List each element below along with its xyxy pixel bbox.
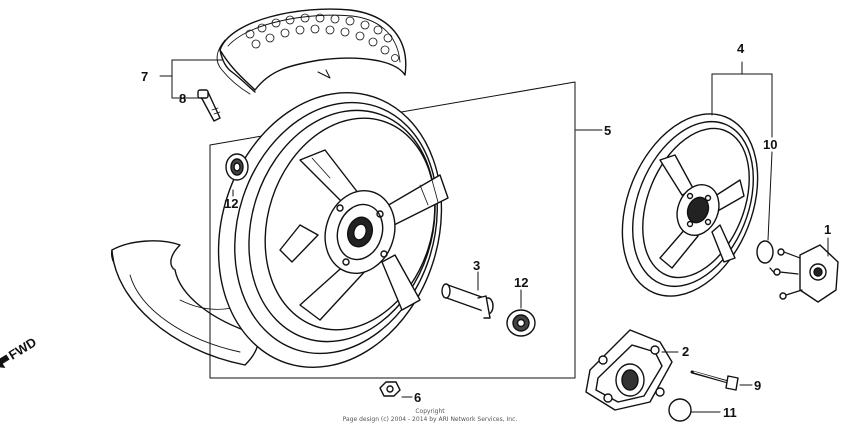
main-wheel [217,92,449,368]
flange-bolt [690,370,739,391]
arrow-left-down-icon [0,354,10,369]
callout-4: 4 [737,41,745,56]
forward-label: FWD [5,334,39,363]
callout-2: 2 [682,344,690,359]
callout-8: 8 [179,91,187,106]
callout-5: 5 [604,123,612,138]
callout-1: 1 [824,222,832,237]
hub-flange [769,244,839,303]
callout-9: 9 [754,378,762,393]
callout-6: 6 [414,390,422,405]
copyright-label: Copyright [415,408,445,415]
page-design-credit: Page design (c) 2004 - 2014 by ARI Netwo… [342,416,518,423]
valve-stem [197,89,221,122]
tire-upper-section [216,8,407,95]
o-ring-lower [668,398,692,422]
callout-3: 3 [473,258,481,273]
callout-12-left: 12 [224,196,239,211]
bearing-right [506,309,536,337]
tire-lower-section [111,240,260,366]
wheel-assembly-view [621,113,759,297]
o-ring-upper [756,240,774,264]
wheel-assembly-frame [209,81,576,379]
final-driven-flange [585,329,673,411]
callout-12-right: 12 [514,275,529,290]
axle-collar [441,283,494,319]
bearing-left [225,153,249,181]
axle-nut [379,381,401,397]
callout-10: 10 [763,137,778,152]
callout-7: 7 [141,69,149,84]
callout-11: 11 [723,405,737,420]
forward-indicator: FWD [0,319,59,382]
